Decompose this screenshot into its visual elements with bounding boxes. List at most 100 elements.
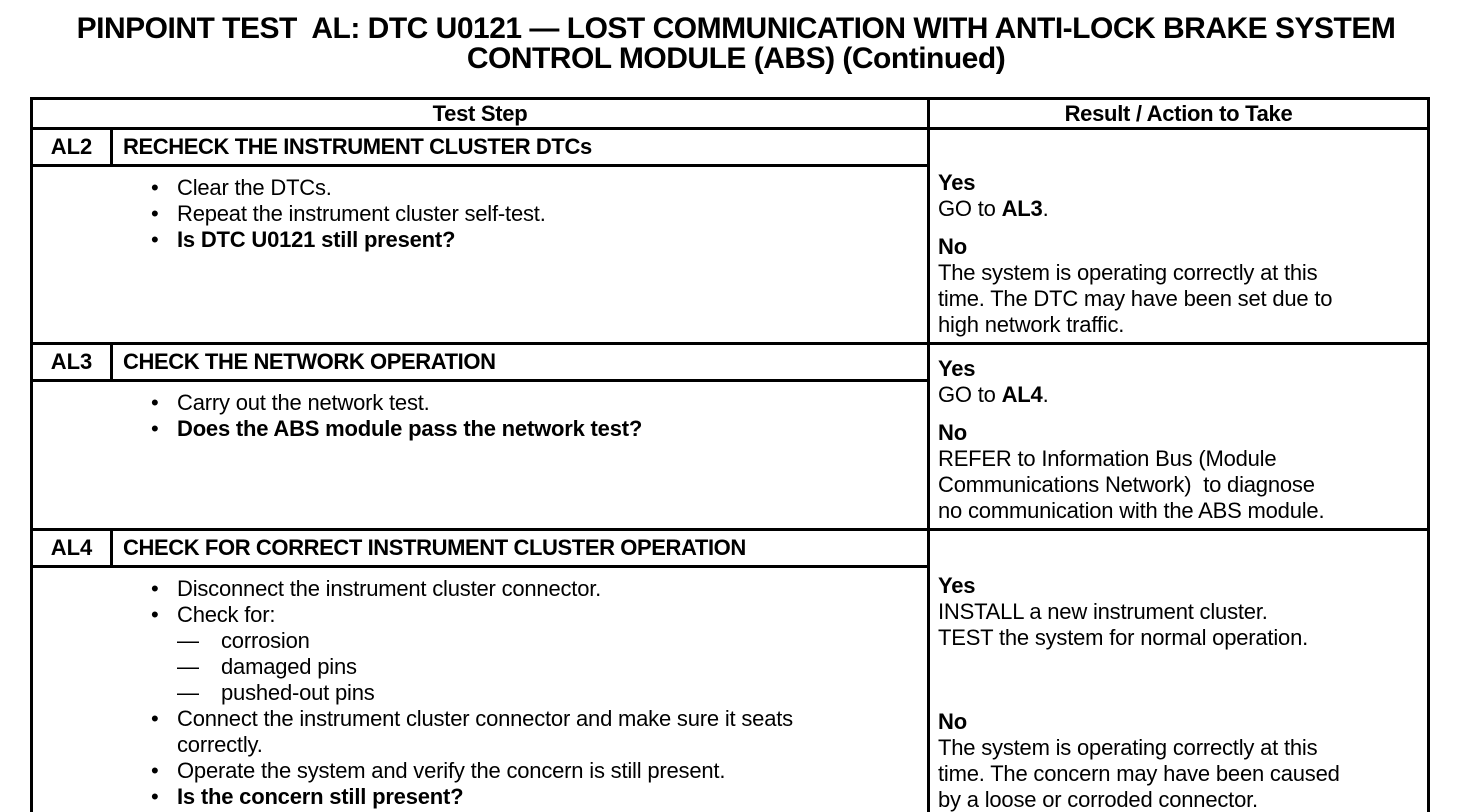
step-instructions: • Clear the DTCs. • Repeat the instrument c… (33, 167, 927, 336)
result-line: GO to AL3. (938, 196, 1049, 221)
result-line: TEST the system for normal operation. (938, 625, 1309, 650)
step-title-label: RECHECK THE INSTRUMENT CLUSTER DTCs (123, 134, 592, 159)
answer-label: Yes (938, 356, 976, 381)
steps-container: AL2 RECHECK THE INSTRUMENT CLUSTER DTCs • C… (33, 130, 1427, 812)
instruction-text: Is the concern still present? (177, 784, 921, 810)
list-item: • Operate the system and verify the conce… (145, 758, 921, 784)
result-line: by a loose or corroded connector. (938, 787, 1258, 812)
answer-label: No (938, 709, 967, 734)
result-line: The system is operating correctly at thi… (938, 735, 1318, 760)
step-header: AL3 CHECK THE NETWORK OPERATION (33, 345, 927, 382)
step-id-label: AL2 (33, 130, 113, 164)
bullet-icon: • (151, 227, 159, 252)
step-title-label: CHECK THE NETWORK OPERATION (123, 349, 496, 374)
manual-page: PINPOINT TEST AL: DTC U0121 — LOST COMMU… (0, 14, 1472, 812)
bullet-icon: • (151, 390, 159, 415)
bullet-icon: • (151, 706, 159, 731)
dash-icon: — (177, 680, 199, 705)
test-step-cell: AL2 RECHECK THE INSTRUMENT CLUSTER DTCs • C… (33, 130, 930, 342)
instruction-text: Check for: (177, 602, 921, 628)
pinpoint-test-table: Test Step Result / Action to Take AL2 REC… (30, 97, 1430, 812)
instruction-text: Carry out the network test. (177, 390, 921, 416)
instruction-line: Carry out the network test. (177, 390, 430, 415)
instruction-line: Operate the system and verify the concer… (177, 758, 726, 783)
instruction-line: Connect the instrument cluster connector… (177, 706, 793, 731)
step-id-label: AL3 (33, 345, 113, 379)
dash-icon: — (177, 628, 199, 653)
test-step-row: AL2 RECHECK THE INSTRUMENT CLUSTER DTCs • C… (33, 130, 1427, 345)
list-item: • Does the ABS module pass the network te… (145, 416, 921, 442)
result-line: no communication with the ABS module. (938, 498, 1325, 523)
test-step-cell: AL3 CHECK THE NETWORK OPERATION • Carry out… (33, 345, 930, 528)
dash-icon: — (177, 654, 199, 679)
instruction-text: Disconnect the instrument cluster connec… (177, 576, 921, 602)
step-header: AL2 RECHECK THE INSTRUMENT CLUSTER DTCs (33, 130, 927, 167)
instruction-line: damaged pins (221, 654, 357, 679)
result-line: time. The DTC may have been set due to (938, 286, 1333, 311)
instruction-line: pushed-out pins (221, 680, 375, 705)
instruction-text: pushed-out pins (221, 680, 921, 706)
test-step-row: AL4 CHECK FOR CORRECT INSTRUMENT CLUSTER … (33, 531, 1427, 812)
step-instructions: • Disconnect the instrument cluster conne… (33, 568, 927, 812)
instruction-line: corrosion (221, 628, 310, 653)
table-header-row: Test Step Result / Action to Take (33, 100, 1427, 130)
list-item: • Carry out the network test. (145, 390, 921, 416)
list-item: • Check for: (145, 602, 921, 628)
bullet-icon: • (151, 175, 159, 200)
result-line: time. The concern may have been caused (938, 761, 1340, 786)
column-header-result: Result / Action to Take (1064, 100, 1293, 126)
answer-label: No (938, 234, 967, 259)
bullet-icon: • (151, 758, 159, 783)
instruction-line: Clear the DTCs. (177, 175, 332, 200)
bullet-icon: • (151, 201, 159, 226)
page-title-line2: CONTROL MODULE (ABS) (Continued) (466, 42, 1006, 75)
page-title-line1: PINPOINT TEST AL: DTC U0121 — LOST COMMU… (76, 12, 1396, 45)
instruction-text: Does the ABS module pass the network tes… (177, 416, 921, 442)
list-item: • Clear the DTCs. (145, 175, 921, 201)
result-line: REFER to Information Bus (Module (938, 446, 1277, 471)
list-item: • Disconnect the instrument cluster conne… (145, 576, 921, 602)
test-step-cell: AL4 CHECK FOR CORRECT INSTRUMENT CLUSTER … (33, 531, 930, 812)
list-item: • Connect the instrument cluster connecto… (145, 706, 921, 758)
instruction-line: Does the ABS module pass the network tes… (177, 416, 643, 441)
list-item: • Is DTC U0121 still present? (145, 227, 921, 253)
list-item: • Is the concern still present? (145, 784, 921, 810)
step-instructions: • Carry out the network test. • Does the AB… (33, 382, 927, 525)
instruction-line: Is the concern still present? (177, 784, 464, 809)
instruction-text: damaged pins (221, 654, 921, 680)
bullet-icon: • (151, 784, 159, 809)
instruction-text: Clear the DTCs. (177, 175, 921, 201)
list-item: • Repeat the instrument cluster self-test… (145, 201, 921, 227)
bullet-icon: • (151, 576, 159, 601)
result-line: INSTALL a new instrument cluster. (938, 599, 1268, 624)
sub-list-item: — corrosion (177, 628, 921, 654)
instruction-text: Repeat the instrument cluster self-test. (177, 201, 921, 227)
instruction-text: Connect the instrument cluster connector… (177, 706, 921, 758)
step-title-label: CHECK FOR CORRECT INSTRUMENT CLUSTER OPE… (123, 535, 746, 560)
bullet-icon: • (151, 416, 159, 441)
instruction-line: Repeat the instrument cluster self-test. (177, 201, 546, 226)
result-line: The system is operating correctly at thi… (938, 260, 1318, 285)
result-line: Communications Network) to diagnose (938, 472, 1315, 497)
test-step-row: AL3 CHECK THE NETWORK OPERATION • Carry out… (33, 345, 1427, 531)
instruction-text: corrosion (221, 628, 921, 654)
answer-label: Yes (938, 170, 976, 195)
sub-list-item: — pushed-out pins (177, 680, 921, 706)
column-header-test-step: Test Step (33, 100, 930, 127)
sub-list-item: — damaged pins (177, 654, 921, 680)
step-id-label: AL4 (33, 531, 113, 565)
instruction-text: Is DTC U0121 still present? (177, 227, 921, 253)
answer-label: Yes (938, 573, 976, 598)
result-line: high network traffic. (938, 312, 1125, 337)
step-header: AL4 CHECK FOR CORRECT INSTRUMENT CLUSTER … (33, 531, 927, 568)
bullet-icon: • (151, 602, 159, 627)
result-line: GO to AL4. (938, 382, 1049, 407)
instruction-line: Is DTC U0121 still present? (177, 227, 456, 252)
